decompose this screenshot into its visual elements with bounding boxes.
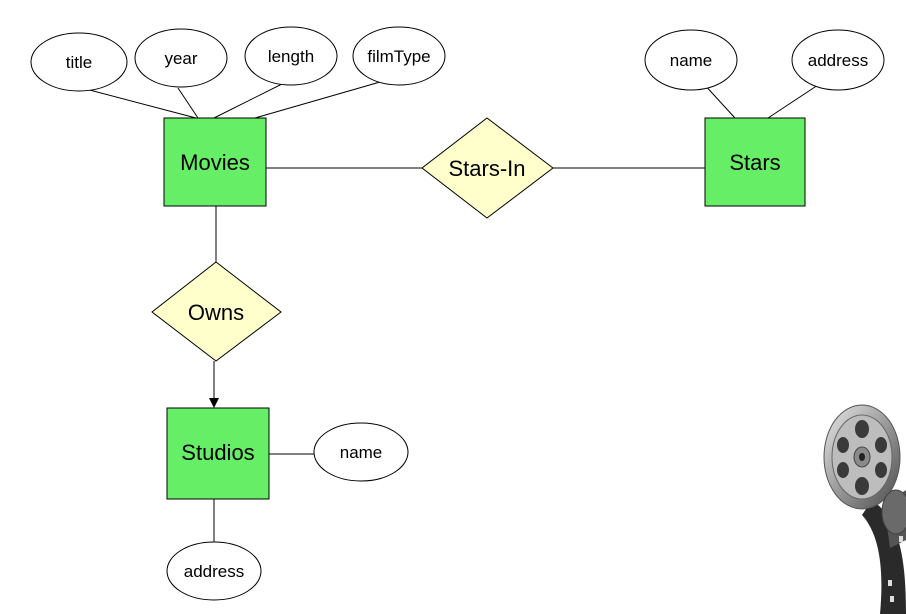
relationship-stars-in-label: Stars-In (448, 156, 525, 181)
entity-movies: Movies (163, 117, 267, 207)
attribute-filmtype-label: filmType (367, 47, 430, 66)
relationship-owns-label: Owns (188, 300, 244, 325)
attribute-length: length (244, 26, 338, 86)
attribute-year-label: year (164, 49, 197, 68)
entity-stars: Stars (704, 117, 806, 207)
attribute-star-address-label: address (808, 51, 868, 70)
attribute-year: year (134, 28, 228, 88)
attribute-star-name: name (644, 29, 738, 91)
film-reel-icon (823, 404, 906, 614)
movies-filmtype-link (254, 81, 381, 119)
attribute-star-address: address (791, 29, 885, 91)
entity-stars-label: Stars (729, 150, 780, 175)
connectors (81, 81, 819, 545)
relationship-stars-in: Stars-In (421, 117, 554, 219)
attribute-star-name-label: name (670, 51, 713, 70)
attribute-title-label: title (66, 53, 92, 72)
entity-studios: Studios (166, 407, 270, 500)
attribute-length-label: length (268, 47, 314, 66)
attribute-studio-name: name (313, 422, 409, 482)
stars-address-link (767, 84, 819, 119)
movies-title-link (81, 87, 197, 119)
attribute-filmtype: filmType (352, 26, 446, 86)
attribute-title: title (30, 32, 128, 92)
movies-year-link (177, 87, 199, 119)
attribute-studio-address-label: address (184, 562, 244, 581)
relationship-owns: Owns (151, 261, 282, 362)
movies-length-link (213, 81, 287, 119)
entity-movies-label: Movies (180, 150, 250, 175)
attribute-studio-name-label: name (340, 443, 383, 462)
entity-studios-label: Studios (181, 440, 254, 465)
attribute-studio-address: address (166, 541, 262, 601)
